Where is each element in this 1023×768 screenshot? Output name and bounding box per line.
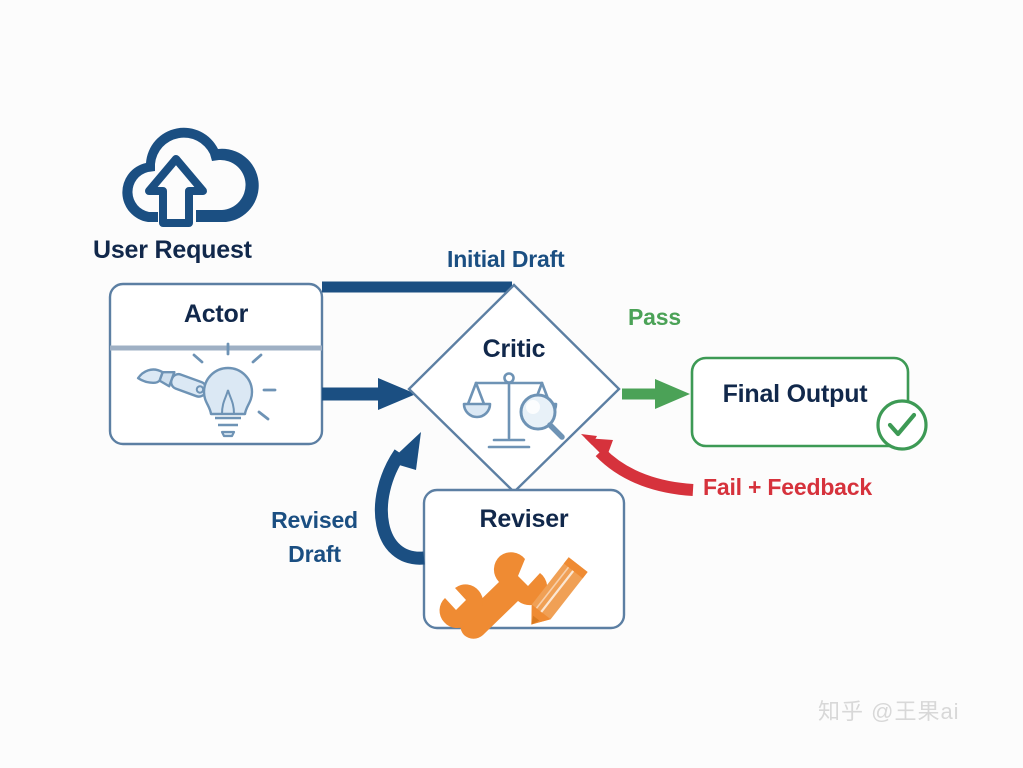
actor-node-label: Actor [183, 300, 249, 328]
paintbrush-lightbulb-icon [136, 342, 277, 438]
scales-magnifier-icon [462, 372, 565, 449]
reviser-node-label: Reviser [479, 505, 569, 533]
final-output-node-label: Final Output [722, 380, 868, 408]
critic-node-label: Critic [482, 335, 546, 363]
wrench-pencil-icon [439, 552, 588, 639]
edge-pass [622, 379, 690, 409]
check-circle-icon [876, 399, 928, 451]
watermark: 知乎 @王果ai [818, 699, 960, 724]
edge-actor-to-critic [322, 378, 416, 410]
cloud-upload-icon [122, 127, 259, 227]
critic-node-shape[interactable] [407, 283, 621, 494]
edge-fail-feedback [581, 434, 694, 496]
edge-label-revised-draft: Revised Draft [271, 507, 358, 567]
edge-label-initial-draft: Initial Draft [447, 246, 565, 272]
actor-node-shape[interactable] [108, 282, 324, 446]
edge-revised-draft [374, 432, 425, 565]
user-request-label: User Request [93, 236, 252, 264]
edge-label-fail-feedback: Fail + Feedback [703, 474, 872, 500]
edge-label-pass: Pass [628, 304, 681, 330]
